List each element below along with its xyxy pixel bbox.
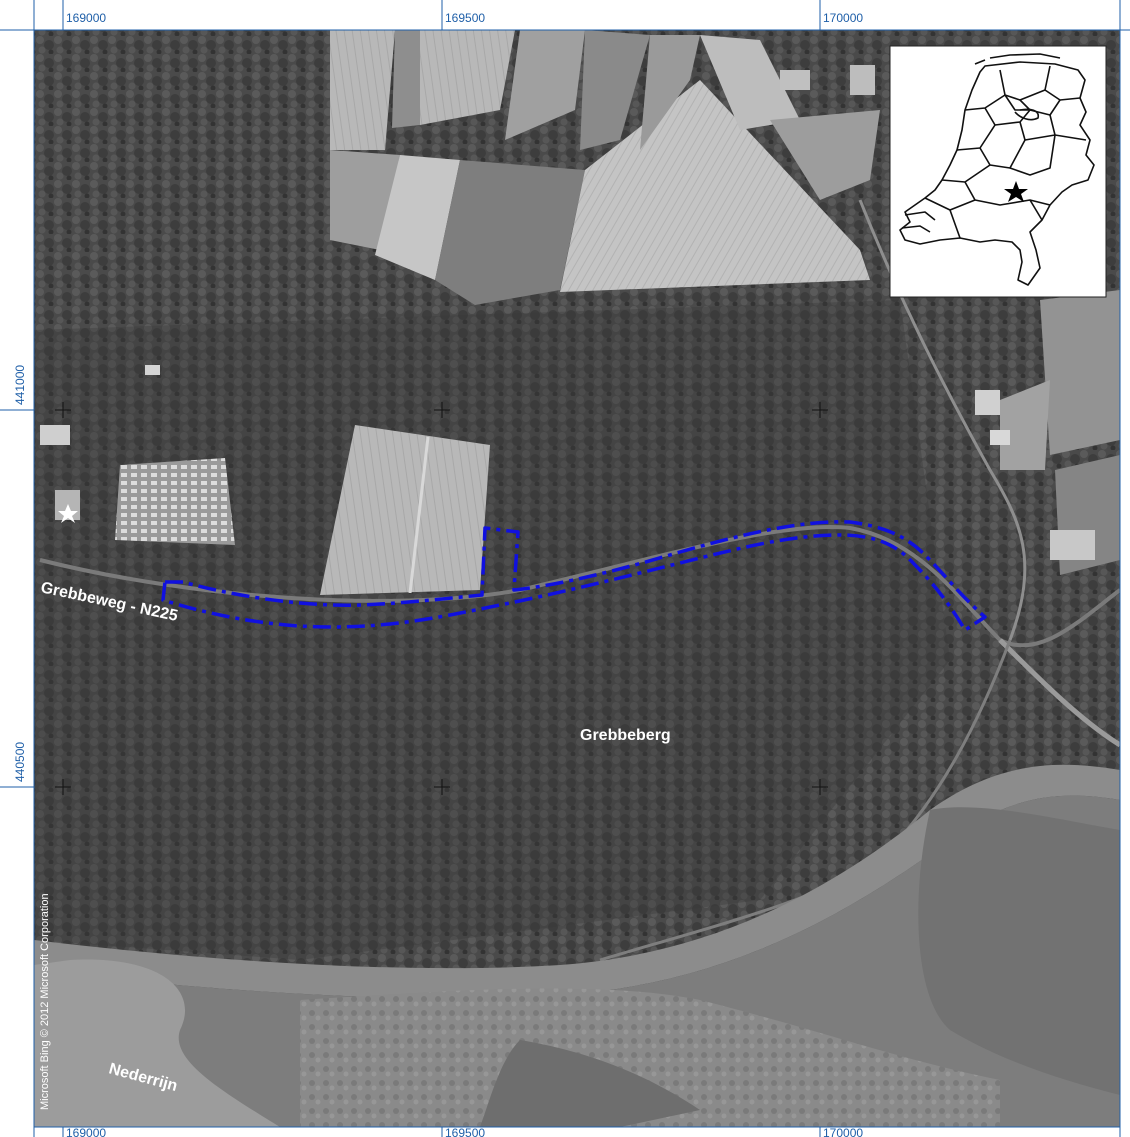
star-icon (1004, 181, 1028, 202)
study-area-outline (161, 520, 987, 632)
netherlands-outline (899, 53, 1095, 286)
x-tick-label-top: 169000 (66, 11, 106, 25)
hill-label: Grebbeberg (580, 727, 671, 744)
x-tick-label-bottom: 169000 (66, 1126, 106, 1137)
y-tick-label: 441000 (13, 365, 27, 405)
x-tick-label-top: 169500 (445, 11, 485, 25)
x-tick-label-bottom: 170000 (823, 1126, 863, 1137)
y-tick-label: 440500 (13, 742, 27, 782)
x-tick-label-bottom: 169500 (445, 1126, 485, 1137)
inset-locator-map (889, 45, 1107, 298)
imagery-credit: Microsoft Bing © 2012 Microsoft Corporat… (39, 893, 51, 1110)
x-tick-label-top: 170000 (823, 11, 863, 25)
grid-crosses (55, 402, 828, 795)
